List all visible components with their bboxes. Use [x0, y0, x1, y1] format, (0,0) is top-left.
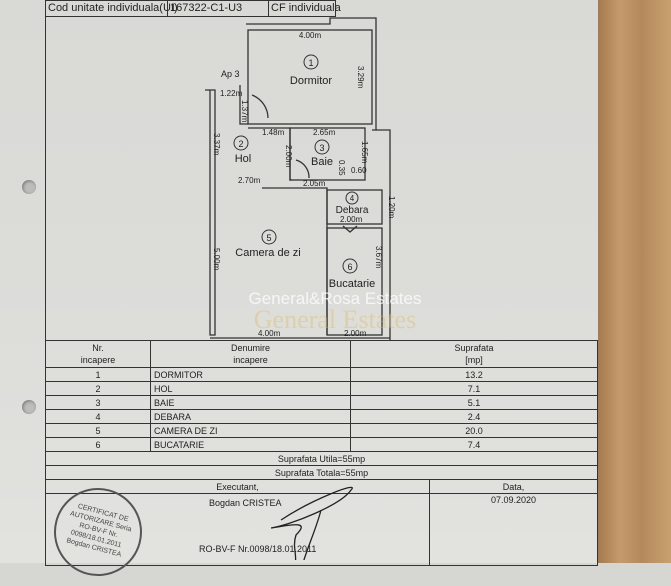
room-nr: 2 [45, 381, 151, 396]
room-name: Camera de zi [235, 247, 300, 259]
room-nr: 4 [45, 409, 151, 424]
rooms-table: Nr. incapere Denumire incapere Suprafata [m… [44, 340, 598, 586]
dim: 4.00m [299, 31, 322, 40]
header-name: incapere [233, 355, 268, 365]
room-number: 3 [319, 143, 324, 153]
punch-hole [22, 400, 36, 414]
dim: 1.65m [360, 141, 369, 164]
dim: 5.00m [212, 248, 221, 271]
date-value: 07.09.2020 [429, 493, 598, 566]
room-name: CAMERA DE ZI [150, 423, 351, 438]
room-area: 2.4 [350, 409, 598, 424]
apartment-label: Ap 3 [221, 69, 240, 79]
room-number: 2 [238, 139, 243, 149]
room-number: 5 [266, 233, 271, 243]
dim: 3.67m [374, 246, 383, 269]
room-number: 1 [308, 58, 313, 68]
room-nr: 3 [45, 395, 151, 410]
dim: 2.00m [344, 329, 367, 338]
dim: 2.70m [238, 176, 261, 185]
dim: 1.22m [220, 89, 243, 98]
signature [270, 486, 353, 560]
stamp: CERTIFICAT DE AUTORIZARE Seria RO-BV-F N… [44, 478, 152, 586]
room-name: Bucatarie [329, 278, 375, 290]
cf-label: CF individuala [268, 0, 341, 17]
room-dormitor [247, 29, 373, 125]
room-area: 7.4 [350, 437, 598, 452]
dim: 3.29m [356, 66, 365, 89]
room-number: 4 [350, 194, 355, 203]
dim: 4.00m [258, 329, 281, 338]
room-name: Debara [336, 205, 369, 216]
dim: 1.20m [387, 196, 396, 219]
dim: 2.00m [284, 145, 293, 168]
header-nr: Nr. [92, 343, 104, 353]
wood-surface [598, 0, 671, 563]
certificate-number: RO-BV-F Nr.0098/18.01.2011 [199, 544, 317, 554]
executant-name: Bogdan CRISTEA [209, 498, 282, 508]
dim: 2.00m [340, 215, 363, 224]
room-name: BUCATARIE [150, 437, 351, 452]
dim: 0.35 [337, 160, 346, 176]
dim: 1.37m [240, 100, 249, 123]
room-nr: 5 [45, 423, 151, 438]
suprafata-totala: Suprafata Totala=55mp [45, 465, 598, 480]
room-area: 20.0 [350, 423, 598, 438]
room-name: DEBARA [150, 409, 351, 424]
dim: 2.65m [313, 128, 336, 137]
suprafata-utila: Suprafata Utila=55mp [45, 451, 598, 466]
data-label: Data, [429, 479, 598, 494]
room-area: 5.1 [350, 395, 598, 410]
room-baie [289, 127, 366, 181]
header-name: Denumire [230, 343, 270, 353]
room-name: Hol [235, 153, 252, 165]
header-area: [mp] [465, 355, 483, 365]
room-area: 7.1 [350, 381, 598, 396]
dim: 0.60 [351, 166, 367, 175]
room-debara [326, 189, 383, 225]
dim: 2.05m [303, 179, 326, 188]
room-name: BAIE [150, 395, 351, 410]
room-name: Baie [311, 156, 333, 168]
room-nr: 1 [45, 367, 151, 382]
room-name: Dormitor [290, 75, 333, 87]
room-name: HOL [150, 381, 351, 396]
border-line [45, 0, 46, 563]
watermark-logo: General Estates [254, 305, 416, 334]
floor-plan: General&Rosa Estates General Estates 4.0… [205, 17, 422, 340]
header-area: Suprafata [454, 343, 494, 353]
room-nr: 6 [45, 437, 151, 452]
room-area: 13.2 [350, 367, 598, 382]
door-arc [251, 94, 269, 119]
room-number: 6 [347, 262, 352, 272]
dim: 1.48m [262, 128, 285, 137]
header-nr: incapere [80, 355, 116, 365]
punch-hole [22, 180, 36, 194]
room-name: DORMITOR [150, 367, 351, 382]
door-arc [295, 159, 310, 179]
watermark-text: General&Rosa Estates [249, 289, 422, 308]
dim: 3.37m [212, 133, 221, 156]
